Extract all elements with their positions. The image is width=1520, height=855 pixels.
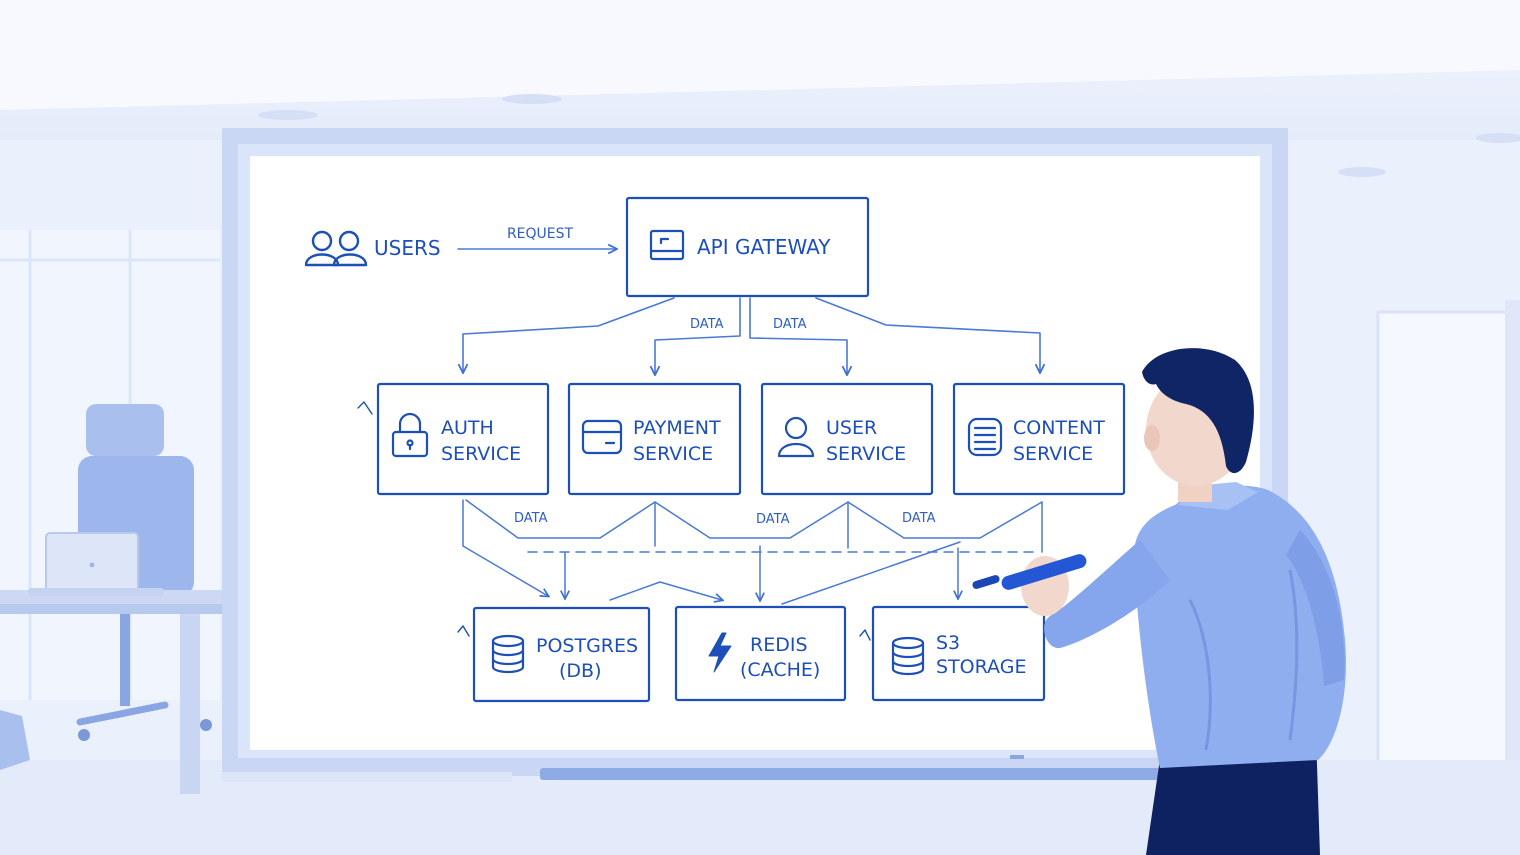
gateway-to-services-connectors xyxy=(463,297,1040,374)
gateway-icon xyxy=(649,229,685,261)
s3-storage-node: S3 STORAGE xyxy=(859,605,1046,702)
lock-icon xyxy=(391,412,429,458)
postgres-line2: (DB) xyxy=(559,660,602,682)
s3-line1: S3 xyxy=(936,632,960,654)
marker-pen xyxy=(972,554,1087,590)
ceiling-light xyxy=(258,110,318,120)
architecture-diagram: USERS REQUEST API GATEWAY DATA DATA xyxy=(304,196,1126,703)
request-label: REQUEST xyxy=(507,226,574,242)
data-label: DATA xyxy=(690,317,724,332)
arm xyxy=(1044,540,1170,649)
auth-service-line1: AUTH xyxy=(441,417,494,439)
payment-service-node: PAYMENT SERVICE xyxy=(567,382,742,496)
svg-text:●: ● xyxy=(89,559,96,571)
content-service-line1: CONTENT xyxy=(1013,417,1105,439)
user-icon xyxy=(777,416,815,458)
ceiling-light xyxy=(1476,133,1520,143)
content-service-node: CONTENT SERVICE xyxy=(952,382,1126,496)
auth-service-line2: SERVICE xyxy=(441,443,521,465)
postgres-line1: POSTGRES xyxy=(536,635,638,657)
users-label: USERS xyxy=(374,236,441,260)
marker-tray xyxy=(540,768,1160,780)
data-label: DATA xyxy=(756,512,790,527)
services-to-stores-connectors xyxy=(462,499,1043,605)
data-label: DATA xyxy=(773,317,807,332)
auth-service-node: AUTH SERVICE xyxy=(357,382,550,496)
content-service-line2: SERVICE xyxy=(1013,443,1093,465)
user-service-line2: SERVICE xyxy=(826,443,906,465)
database-icon xyxy=(891,636,925,676)
office-chair xyxy=(76,404,212,741)
person-with-marker xyxy=(972,348,1346,855)
door xyxy=(1376,310,1510,784)
users-node: USERS xyxy=(304,230,441,267)
laptop-icon: ● xyxy=(28,532,164,596)
data-label: DATA xyxy=(514,511,548,526)
redis-node: REDIS (CACHE) xyxy=(674,605,847,702)
bag xyxy=(0,710,30,770)
users-icon xyxy=(304,230,368,267)
card-icon xyxy=(581,419,623,455)
document-icon xyxy=(967,417,1003,457)
hair xyxy=(1142,348,1254,474)
redis-line2: (CACHE) xyxy=(740,659,820,681)
payment-service-line2: SERVICE xyxy=(633,443,713,465)
desk-area: ● xyxy=(0,404,224,794)
api-gateway-node: API GATEWAY xyxy=(625,196,870,298)
payment-service-line1: PAYMENT xyxy=(633,417,721,439)
s3-line2: STORAGE xyxy=(936,656,1026,678)
data-label: DATA xyxy=(902,511,936,526)
user-service-node: USER SERVICE xyxy=(760,382,934,496)
ceiling-light xyxy=(1338,167,1386,177)
database-icon xyxy=(491,634,525,674)
ceiling-light xyxy=(502,94,562,104)
api-gateway-label: API GATEWAY xyxy=(697,235,831,259)
whiteboard xyxy=(222,128,1288,782)
user-service-line1: USER xyxy=(826,417,877,439)
postgres-node: POSTGRES (DB) xyxy=(457,606,651,703)
redis-line1: REDIS xyxy=(750,634,808,656)
lightning-icon xyxy=(708,632,732,673)
